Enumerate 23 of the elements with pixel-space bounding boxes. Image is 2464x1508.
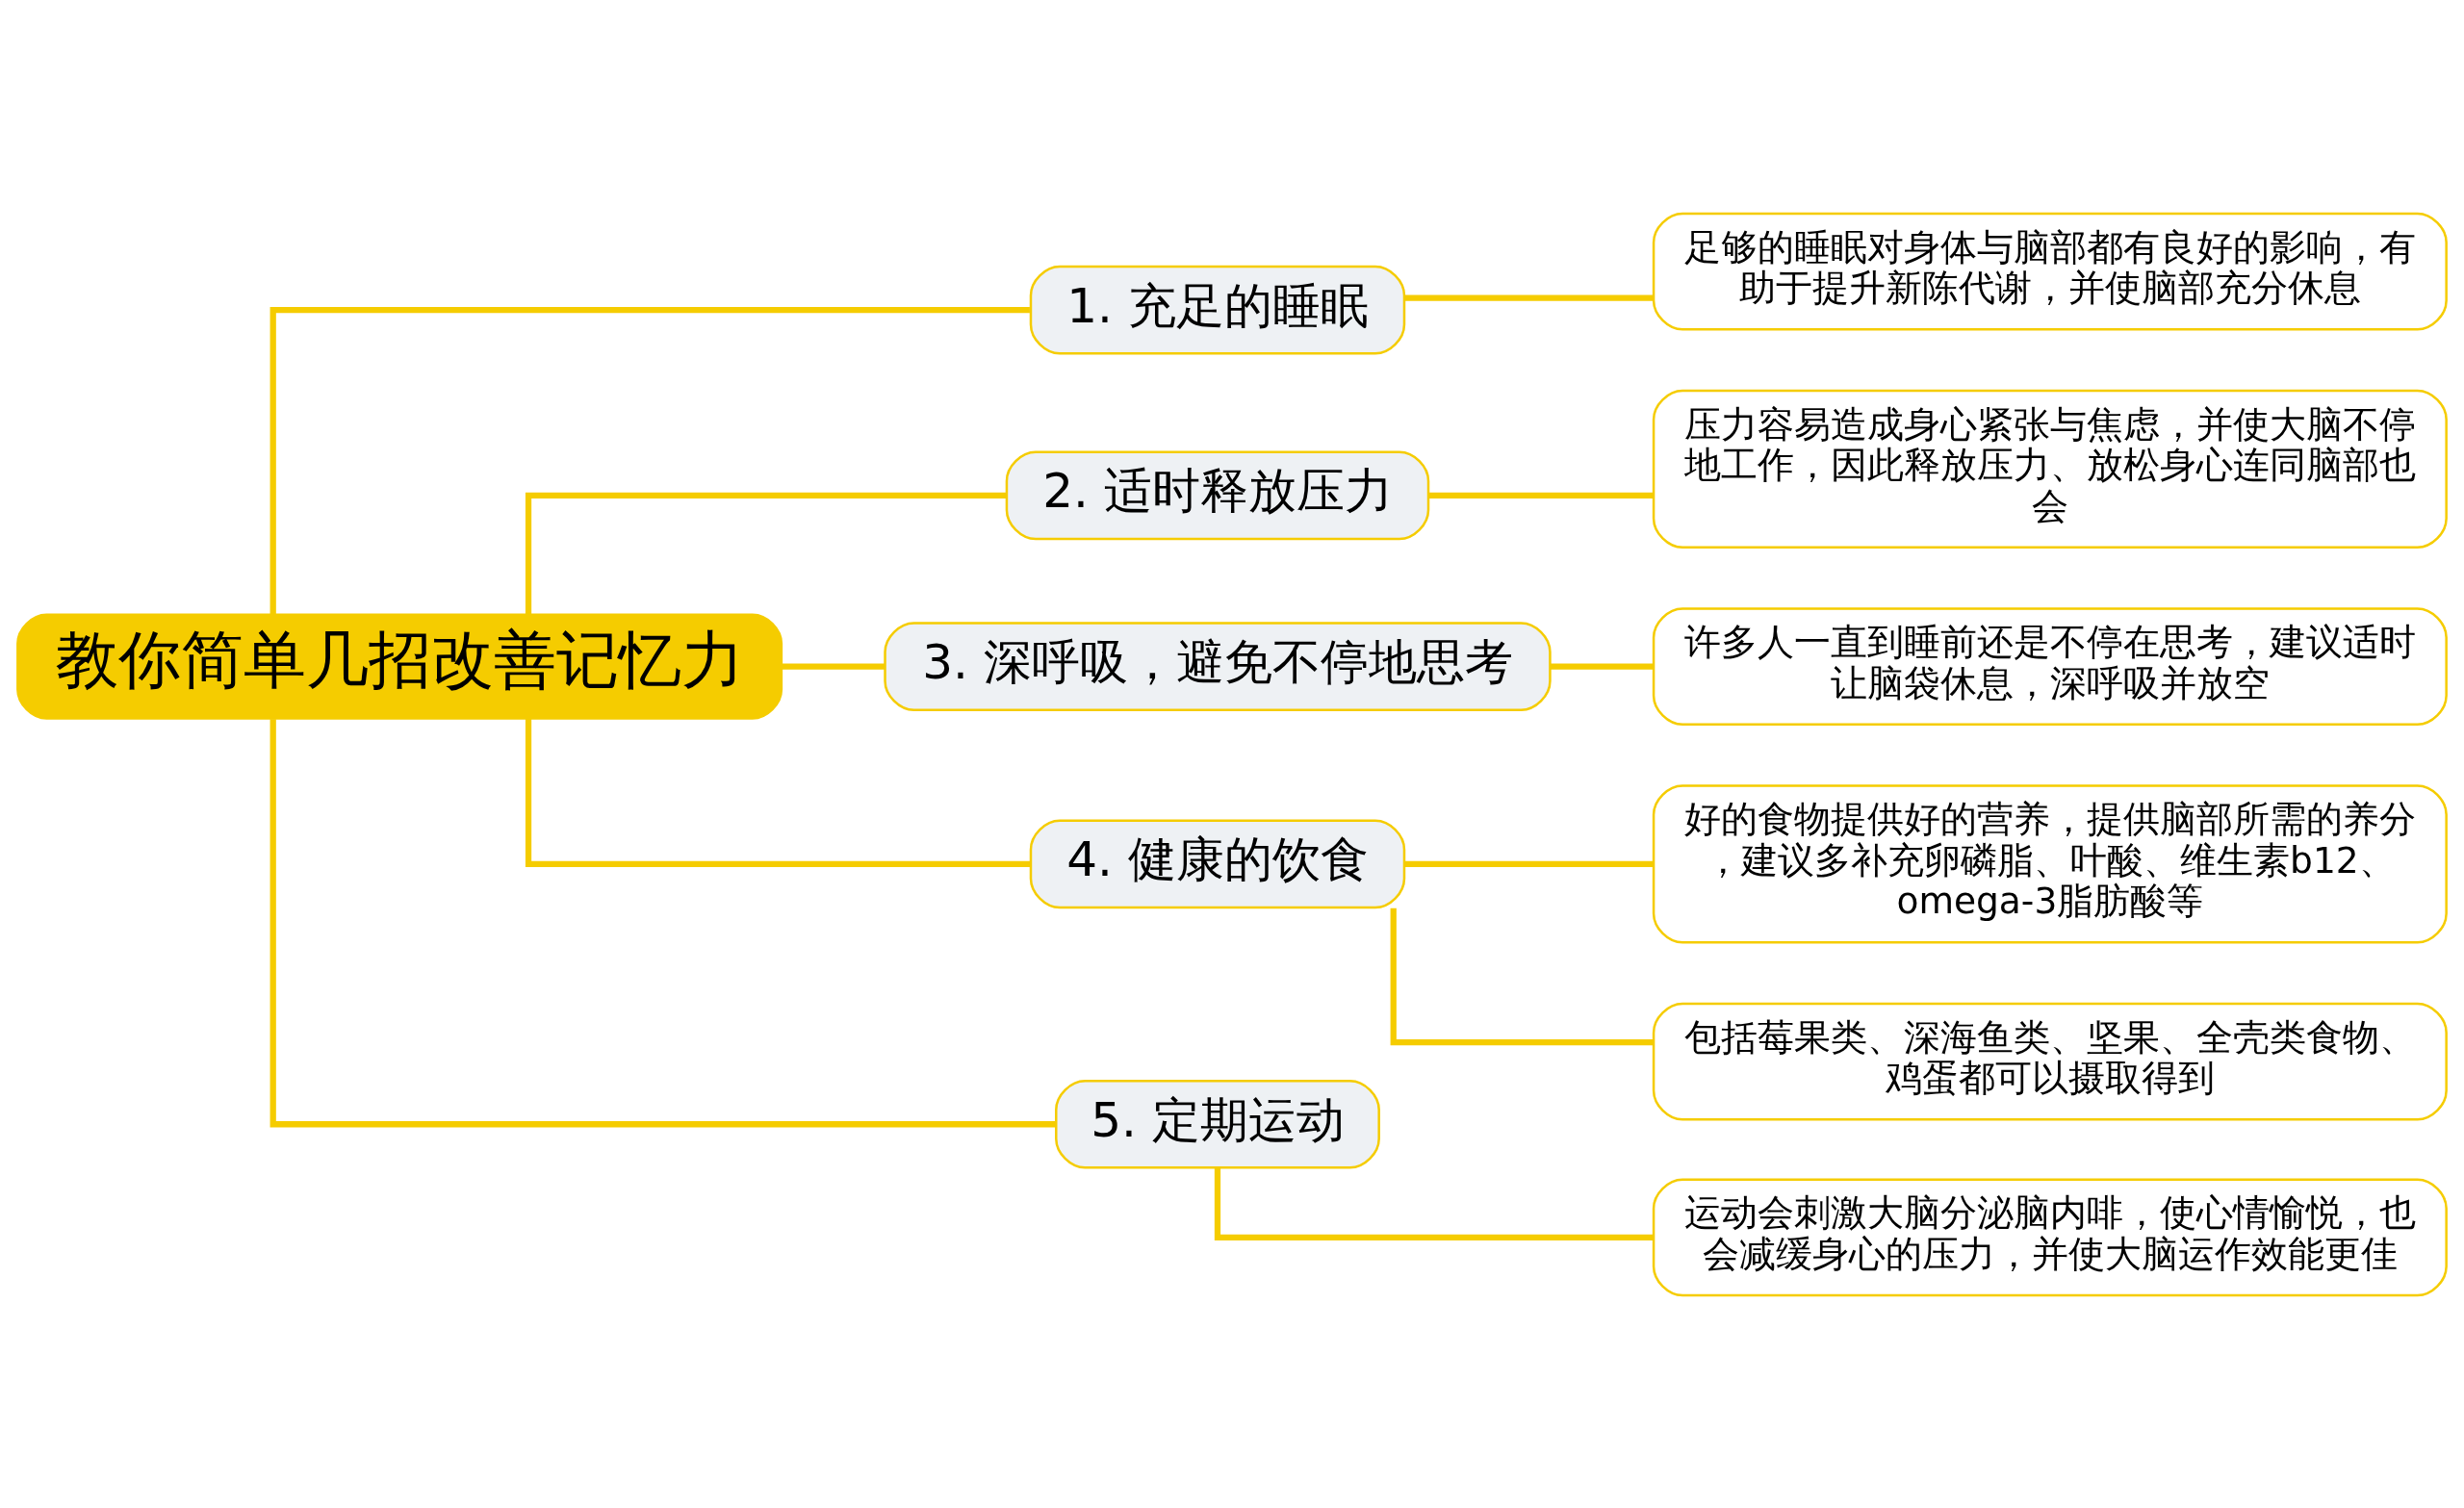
node-box: 3. 深呼吸，避免不停地思考 <box>884 621 1552 711</box>
connector <box>525 492 1007 614</box>
connector <box>1404 860 1654 867</box>
connector <box>1214 1166 1654 1240</box>
connector <box>525 718 1031 867</box>
node-box: 2. 适时释放压力 <box>1005 450 1430 540</box>
node-box: 好的食物提供好的营养，提供脑部所需的养分，建议多补充卵磷脂、叶酸、维生素b12、omega-3脂肪酸等 <box>1652 783 2448 943</box>
connector <box>782 663 886 670</box>
connector <box>270 718 1056 1127</box>
connector <box>1390 907 1654 1045</box>
node-box: 运动会刺激大脑分泌脑内啡，使心情愉悦，也会减缓身心的压力，并使大脑运作效能更佳 <box>1652 1178 2448 1296</box>
node-box: 包括莓果类、深海鱼类、坚果、全壳类食物、鸡蛋都可以摄取得到 <box>1652 1002 2448 1120</box>
connector <box>270 306 1030 615</box>
node-box: 5. 定期运动 <box>1055 1079 1380 1169</box>
node-box: 足够的睡眠对身体与脑部都有良好的影响，有助于提升新陈代谢，并使脑部充分休息 <box>1652 212 2448 330</box>
connector <box>1404 294 1654 301</box>
node-box: 4. 健康的饮食 <box>1029 819 1406 908</box>
node-box: 教你简单几招改善记忆力 <box>16 613 783 720</box>
node-box: 许多人一直到睡前还是不停在思考，建议适时让脑袋休息，深呼吸并放空 <box>1652 606 2448 726</box>
connector <box>1428 492 1654 498</box>
connector <box>1550 663 1654 670</box>
node-box: 1. 充足的睡眠 <box>1029 265 1406 354</box>
node-box: 压力容易造成身心紧张与焦虑，并使大脑不停地工作，因此释放压力、放松身心连同脑部也会 <box>1652 389 2448 549</box>
